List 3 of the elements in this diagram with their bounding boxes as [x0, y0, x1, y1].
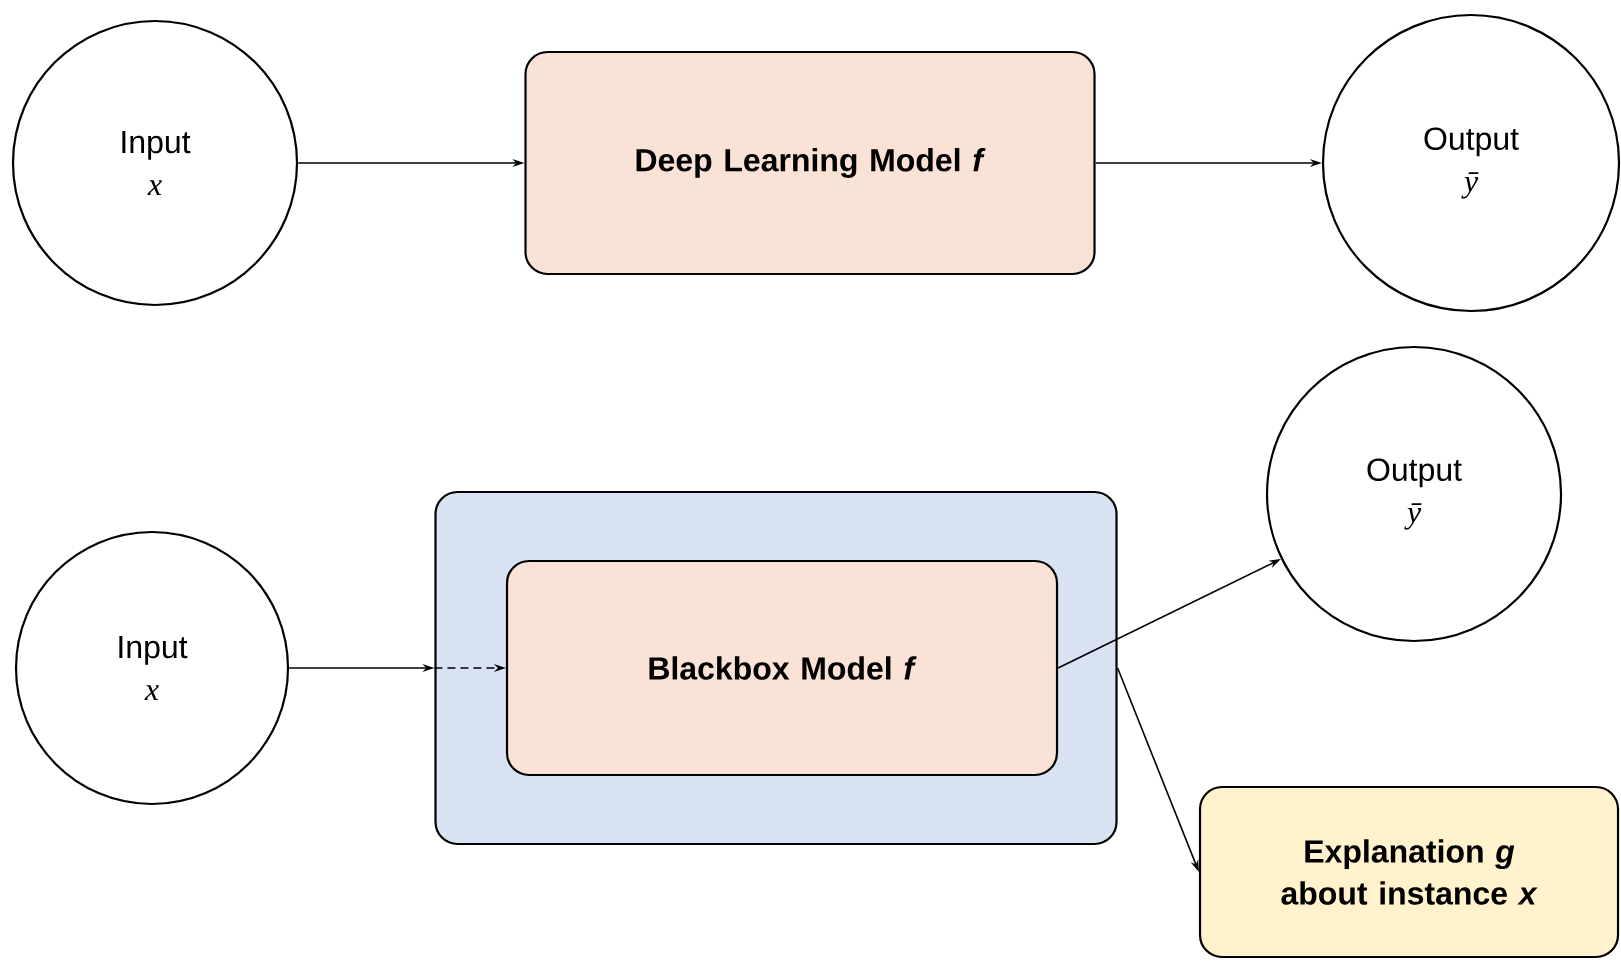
explanation-box: Explanation g about instance x — [1198, 785, 1620, 959]
model-box: Blackbox Model f — [505, 559, 1059, 777]
model-box: Deep Learning Model f — [524, 50, 1096, 276]
